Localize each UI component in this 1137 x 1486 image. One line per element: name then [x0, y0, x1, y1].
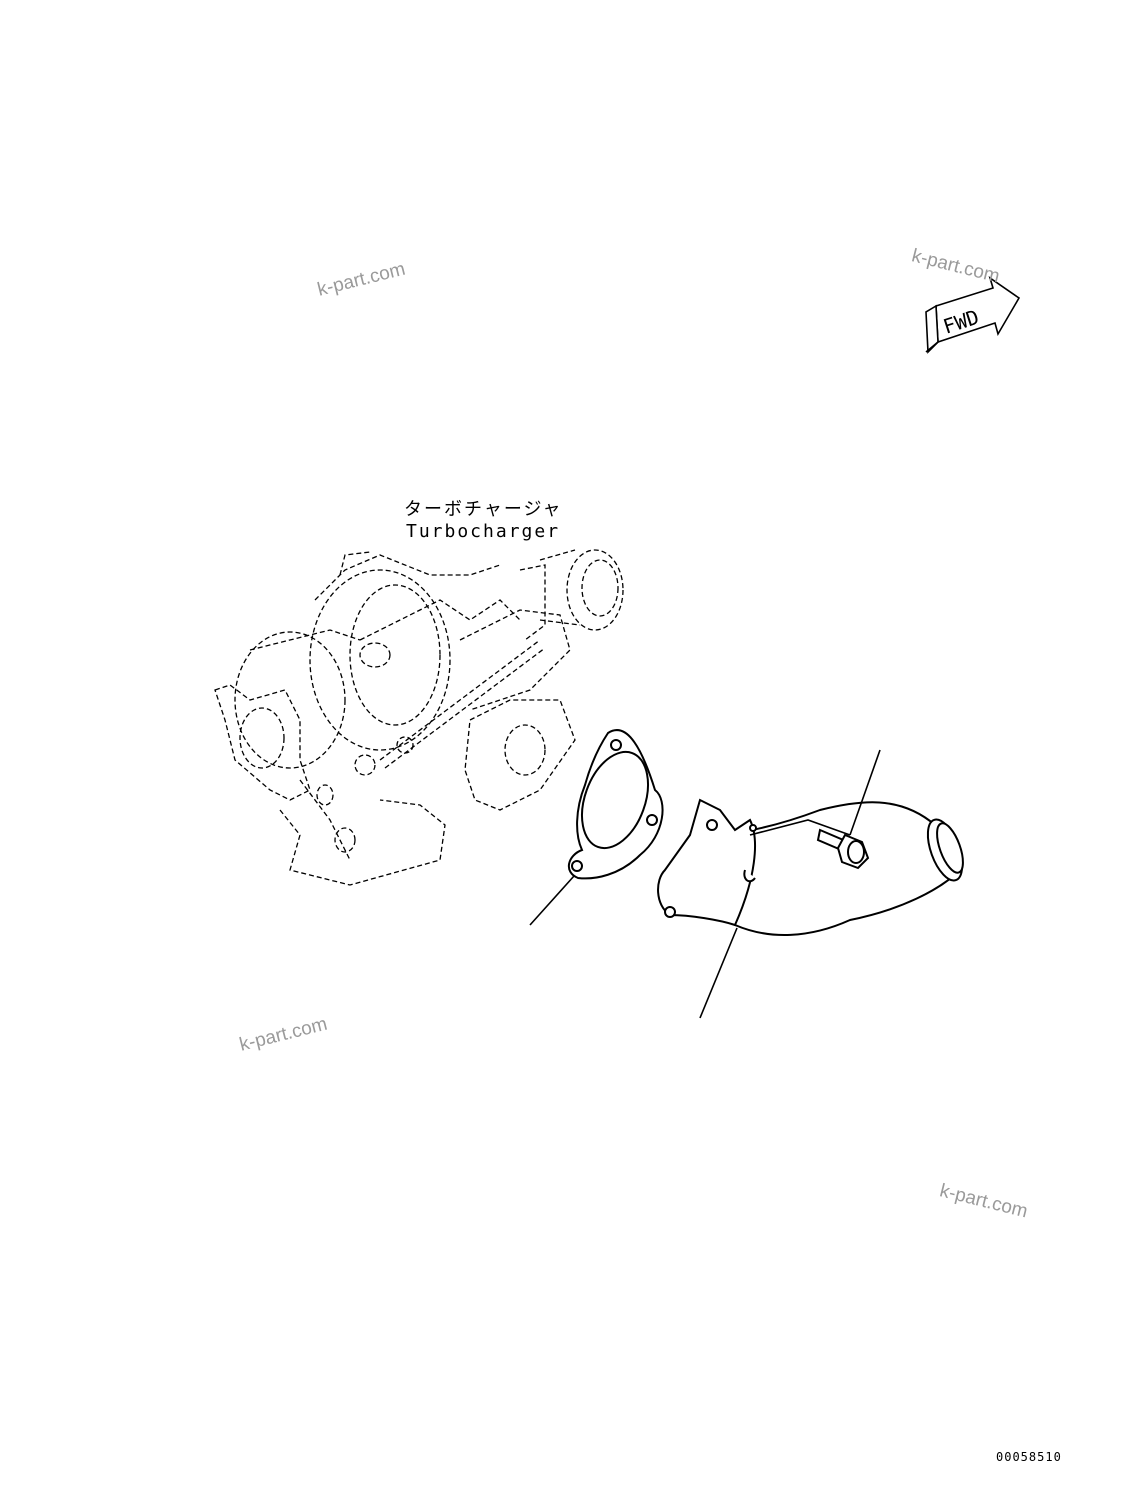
turbocharger-outline — [214, 549, 624, 886]
gasket-leader-line — [529, 875, 575, 926]
elbow-pipe-leader-line — [699, 927, 738, 1019]
turbocharger-label-en: Turbocharger — [406, 521, 561, 542]
fwd-arrow-icon: FWD — [925, 276, 1021, 354]
document-number: 00058510 — [996, 1450, 1062, 1464]
turbocharger-label-ja: ターボチャージャ — [404, 499, 563, 520]
elbow-pipe-part — [657, 798, 964, 936]
bolt-part — [816, 828, 870, 870]
bolt-leader-line — [749, 819, 851, 836]
gasket-part — [567, 729, 664, 880]
bolt-leader-line-2 — [849, 749, 881, 836]
